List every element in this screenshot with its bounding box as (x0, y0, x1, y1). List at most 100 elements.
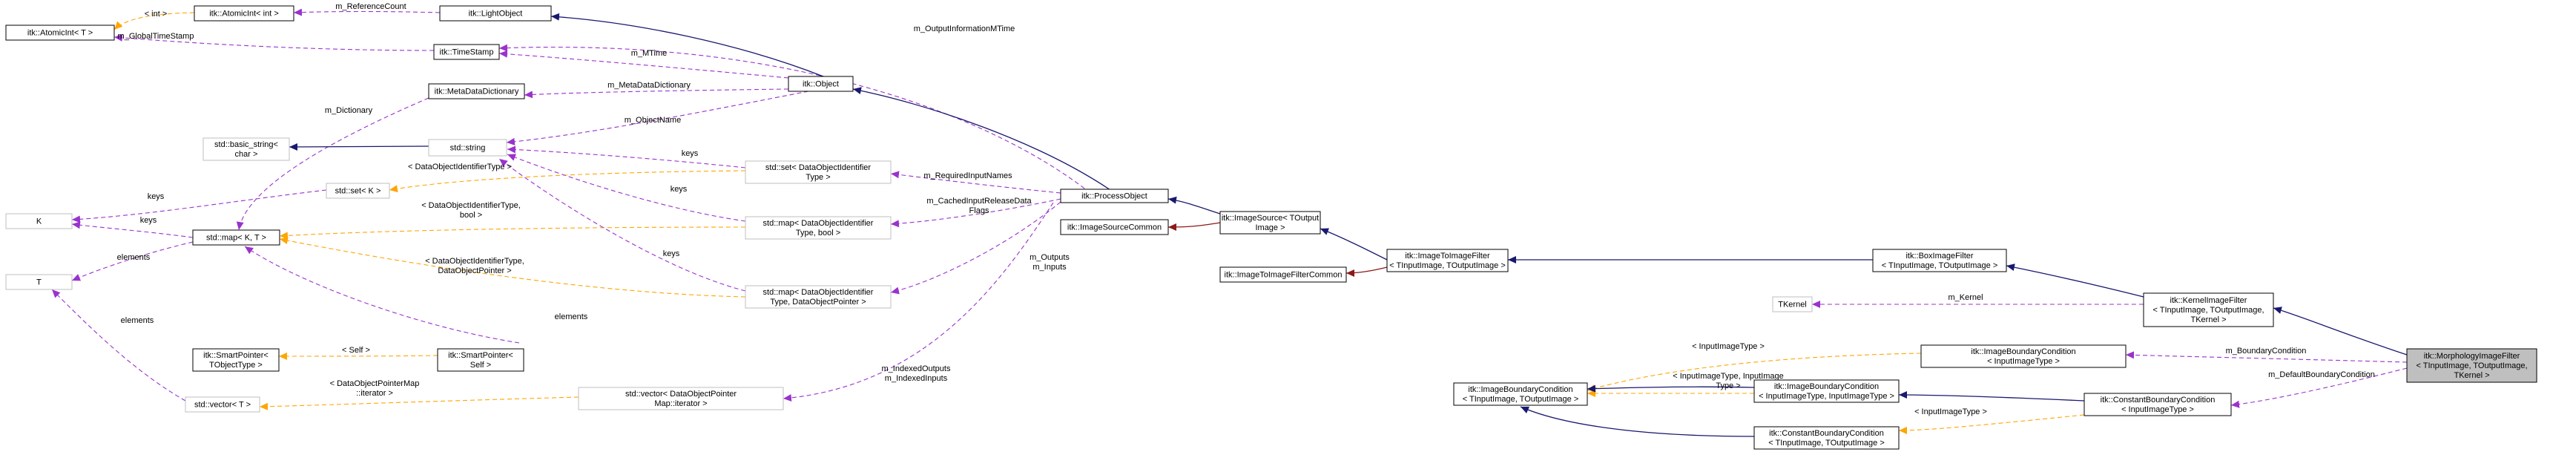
edge-label-reference-count: m_ReferenceCount (335, 2, 406, 11)
node-k-param[interactable]: K (5, 213, 73, 229)
node-morphology-image-filter[interactable]: itk::MorphologyImageFilter< TInputImage,… (2406, 348, 2537, 383)
edge-meta-data-dictionary (524, 88, 789, 99)
node-box-image-filter[interactable]: itk::BoxImageFilter< TInputImage, TOutpu… (1872, 249, 2007, 272)
edge-cbc-input-template (1898, 414, 2085, 434)
node-set-dataobject[interactable]: std::set< DataObjectIdentifierType > (745, 160, 892, 184)
edge-label-meta-data-dictionary: m_MetaDataDictionary (607, 81, 691, 90)
edge-label-int: < int > (145, 10, 168, 19)
node-time-stamp[interactable]: itk::TimeStamp (433, 44, 500, 60)
edge-cached-input-release (890, 198, 1061, 228)
node-box (5, 24, 115, 41)
node-kernel-image-filter[interactable]: itk::KernelImageFilter< TInputImage, TOu… (2143, 292, 2274, 327)
node-tkernel[interactable]: TKernel (1772, 296, 1813, 312)
edge-object-name (506, 91, 809, 145)
node-label: Type > (806, 173, 830, 182)
edge-label-set-k-template: < DataObjectIdentifierType > (408, 163, 512, 171)
node-light-object[interactable]: itk::LightObject (439, 5, 552, 22)
node-vector-t[interactable]: std::vector< T > (185, 396, 260, 413)
node-label: Image > (1255, 223, 1285, 232)
node-std-string[interactable]: std::string (428, 139, 507, 157)
node-label: < InputImageType > (1987, 357, 2060, 366)
edge-label-vector-template: ::iterator > (356, 389, 393, 398)
node-basic-string[interactable]: std::basic_string<char > (202, 137, 290, 161)
edge-morphology-to-kernel (2273, 307, 2408, 356)
node-label: char > (235, 150, 258, 159)
node-ibc-ii[interactable]: itk::ImageBoundaryCondition< InputImageT… (1753, 379, 1900, 403)
edge-outputs-inputs (890, 201, 1061, 295)
edge-label-object-name: m_ObjectName (625, 116, 681, 125)
edge-label-map-bool-template: < DataObjectIdentifierType, (421, 201, 521, 210)
node-image-to-image-filter[interactable]: itk::ImageToImageFilter< TInputImage, TO… (1386, 249, 1509, 272)
node-process-object[interactable]: itk::ProcessObject (1060, 189, 1169, 203)
node-box (2083, 393, 2232, 416)
edge-dictionary (236, 97, 429, 231)
edge-keys-map-bool (507, 154, 746, 222)
edge-label-input-image-type-cbc: < InputImageType > (1914, 407, 1987, 416)
edge-label-map-pointer-template: DataObjectPointer > (438, 266, 511, 275)
node-box (1753, 426, 1900, 450)
node-label: itk::Object (803, 80, 839, 89)
node-image-to-image-filter-common[interactable]: itk::ImageToImageFilterCommon (1219, 266, 1347, 283)
node-box (2406, 348, 2537, 383)
node-label: itk::BoxImageFilter (1905, 252, 1973, 261)
edge-output-information-mtime (498, 44, 1091, 194)
node-map-kt[interactable]: std::map< K, T > (192, 229, 280, 246)
node-box (1920, 344, 2127, 368)
edge-atomicint-template (113, 12, 195, 30)
edge-default-boundary-condition (2230, 367, 2408, 408)
edge-label-output-information-mtime: m_OutputInformationMTime (914, 24, 1015, 33)
node-map-pointer[interactable]: std::map< DataObjectIdentifierType, Data… (745, 285, 892, 309)
edge-label-indexed: m_IndexedInputs (885, 374, 948, 383)
node-label: std::map< DataObjectIdentifier (763, 288, 874, 297)
node-box (185, 396, 260, 413)
edge-cbc-tt-to-ibc-tt (1520, 406, 1755, 437)
node-vector-iterator[interactable]: std::vector< DataObjectPointerMap::itera… (578, 387, 784, 410)
edge-image-source-to-common (1167, 222, 1221, 231)
node-label: std::basic_string< (214, 140, 278, 149)
edge-label-elements-t-vector: elements (121, 316, 154, 325)
node-label: itk::MorphologyImageFilter (2424, 352, 2520, 361)
edge-keys-map-pointer (498, 158, 746, 292)
node-label: itk::KernelImageFilter (2170, 296, 2247, 305)
node-box (1386, 249, 1509, 272)
node-cbc-tt[interactable]: itk::ConstantBoundaryCondition< TInputIm… (1753, 426, 1900, 450)
node-label: itk::AtomicInt< int > (209, 10, 279, 19)
node-label: Type, DataObjectPointer > (770, 298, 866, 307)
edge-ibc-ii-to-ibc-tt (1587, 384, 1755, 393)
node-t-param[interactable]: T (5, 274, 73, 290)
node-box (1060, 219, 1169, 235)
node-itk-object[interactable]: itk::Object (788, 76, 854, 92)
edge-elements-t-vector (51, 289, 186, 402)
edge-label-keys-set: keys (682, 149, 699, 158)
node-label: std::map< K, T > (206, 234, 266, 243)
node-ibc-tt[interactable]: itk::ImageBoundaryCondition< TInputImage… (1453, 382, 1588, 406)
edge-mtime (498, 50, 789, 79)
edge-label-default-boundary-condition: m_DefaultBoundaryCondition (2268, 370, 2375, 379)
edge-label-outputs-inputs: m_Outputs (1030, 253, 1070, 262)
edge-label-required-input-names: m_RequiredInputNames (923, 171, 1012, 180)
edge-map-pointer-template (279, 237, 746, 298)
edge-label-mtime: m_MTime (631, 49, 667, 58)
node-smart-pointer-t[interactable]: itk::SmartPointer<TObjectType > (192, 348, 280, 372)
node-image-source[interactable]: itk::ImageSource< TOutputImage > (1219, 211, 1321, 235)
node-meta-data-dictionary[interactable]: itk::MetaDataDictionary (428, 83, 525, 99)
edge-keys-set (507, 145, 746, 168)
edge-label-self: < Self > (342, 346, 370, 355)
node-box (194, 5, 294, 22)
edge-image-source-to-process-object (1167, 196, 1221, 214)
node-map-bool[interactable]: std::map< DataObjectIdentifierType, bool… (745, 216, 892, 240)
node-smart-pointer-self[interactable]: itk::SmartPointer<Self > (437, 348, 524, 372)
node-label: itk::SmartPointer< (448, 351, 513, 360)
edge-map-bool-template (279, 226, 746, 240)
edge-itif-to-common (1345, 266, 1388, 277)
node-set-k[interactable]: std::set< K > (326, 183, 390, 199)
node-atomic-int-int[interactable]: itk::AtomicInt< int > (194, 5, 294, 22)
node-atomic-int[interactable]: itk::AtomicInt< T > (5, 24, 115, 41)
node-label: itk::ProcessObject (1081, 192, 1147, 201)
node-ibc-input[interactable]: itk::ImageBoundaryCondition< InputImageT… (1920, 344, 2127, 368)
node-label: itk::ImageToImageFilterCommon (1225, 271, 1343, 280)
node-cbc-input[interactable]: itk::ConstantBoundaryCondition< InputIma… (2083, 393, 2232, 416)
node-box (428, 83, 525, 99)
node-label: TKernel > (2454, 371, 2490, 380)
node-image-source-common[interactable]: itk::ImageSourceCommon (1060, 219, 1169, 235)
